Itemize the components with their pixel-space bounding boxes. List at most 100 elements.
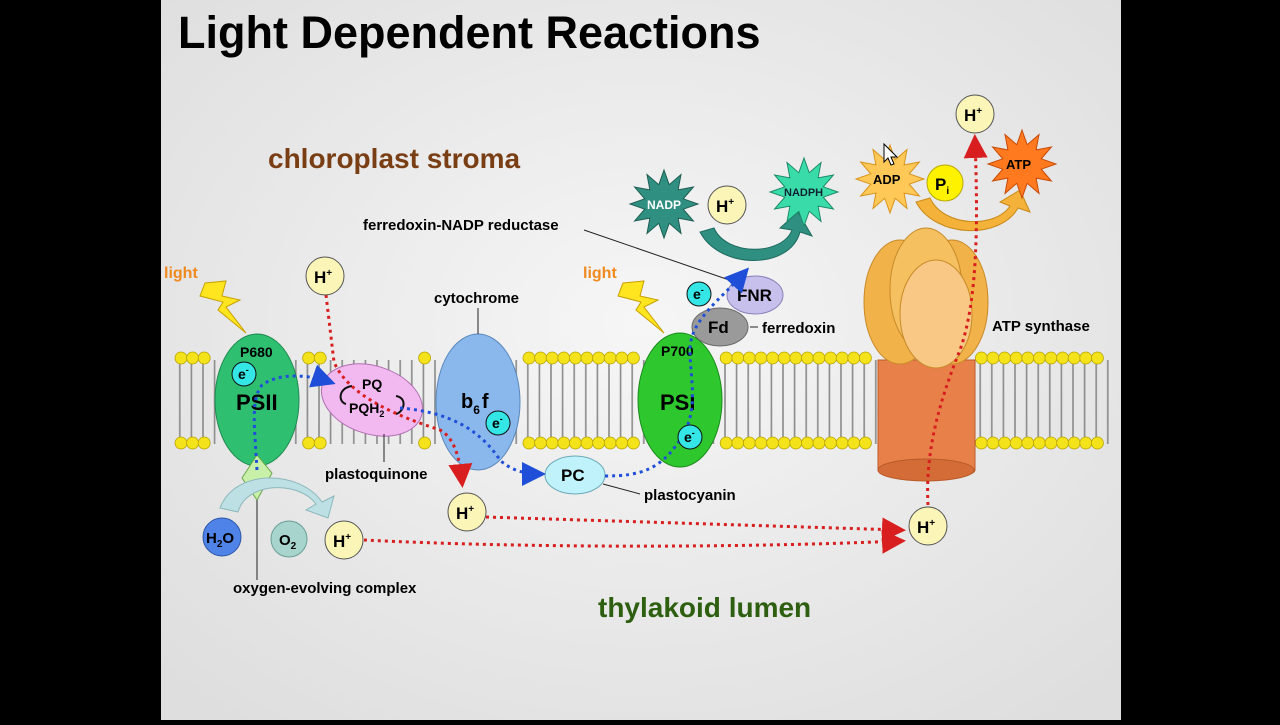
phospholipid-head bbox=[986, 351, 1000, 365]
phospholipid-head bbox=[801, 436, 814, 450]
adp-star: ADP bbox=[854, 143, 926, 215]
phospholipid-head bbox=[313, 436, 327, 450]
p700-label: P700 bbox=[661, 343, 694, 359]
mouse-cursor-icon bbox=[883, 142, 899, 166]
phospholipid-head bbox=[174, 436, 188, 450]
proton-path-lumen-lower bbox=[363, 529, 906, 554]
phospholipid-head bbox=[1044, 351, 1058, 365]
h-ion-stroma-pq: H+ bbox=[305, 256, 345, 296]
stroma-label: chloroplast stroma bbox=[268, 143, 520, 174]
phospholipid-head bbox=[731, 436, 745, 450]
plastocyanin-leader-line bbox=[602, 483, 641, 495]
svg-text:H+: H+ bbox=[333, 532, 351, 551]
phospholipid-head bbox=[534, 351, 547, 365]
phospholipid-head bbox=[1091, 351, 1104, 365]
phospholipid-head bbox=[719, 351, 733, 365]
svg-text:ADP: ADP bbox=[873, 172, 901, 187]
phospholipid-head bbox=[743, 436, 756, 450]
pc-label: PC bbox=[561, 466, 585, 485]
h-ion-lumen-oec: H+ bbox=[324, 520, 364, 560]
phospholipid-head bbox=[569, 436, 582, 450]
svg-text:H+: H+ bbox=[314, 268, 332, 287]
svg-text:H2O: H2O bbox=[206, 530, 234, 550]
electron-path-psii-pq bbox=[252, 364, 336, 471]
svg-text:O2: O2 bbox=[279, 532, 297, 552]
phospholipid-head bbox=[522, 436, 536, 450]
oec-label: oxygen-evolving complex bbox=[233, 580, 417, 597]
phospholipid-head bbox=[1009, 436, 1023, 450]
phospholipid-head bbox=[418, 351, 432, 365]
phospholipid-head bbox=[1009, 351, 1023, 365]
phospholipid-head bbox=[569, 351, 582, 365]
fd-label: Fd bbox=[708, 318, 729, 337]
phospholipid-head bbox=[731, 351, 745, 365]
phospholipid-head bbox=[580, 436, 594, 450]
phospholipid-head bbox=[603, 351, 617, 365]
phospholipid-head bbox=[1067, 436, 1081, 450]
lumen-label: thylakoid lumen bbox=[598, 592, 811, 623]
page-title: Light Dependent Reactions bbox=[178, 7, 761, 58]
light-label-left: light bbox=[164, 265, 198, 282]
fnr-reductase-label: ferredoxin-NADP reductase bbox=[363, 217, 559, 234]
phospholipid-head bbox=[859, 351, 872, 365]
phospholipid-head bbox=[777, 351, 791, 365]
phospholipid-head bbox=[522, 351, 536, 365]
phospholipid-head bbox=[754, 436, 768, 450]
phospholipid-head bbox=[1056, 436, 1069, 450]
phospholipid-head bbox=[603, 436, 617, 450]
phospholipid-head bbox=[1091, 436, 1104, 450]
phospholipid-head bbox=[824, 351, 837, 365]
proton-path-lumen-upper bbox=[485, 515, 906, 542]
phospholipid-head bbox=[1079, 436, 1093, 450]
phospholipid-head bbox=[859, 436, 872, 450]
svg-text:H+: H+ bbox=[716, 197, 734, 216]
phospholipid-head bbox=[1044, 436, 1058, 450]
svg-text:Pi: Pi bbox=[935, 175, 949, 197]
pq-cycle-arrow-icon bbox=[339, 385, 353, 405]
membrane-heads-bottom bbox=[174, 436, 1104, 450]
svg-text:e-: e- bbox=[238, 365, 249, 382]
phospholipid-head bbox=[998, 436, 1011, 450]
pq-label: PQ bbox=[362, 376, 382, 392]
cytochrome-b6f-complex bbox=[435, 333, 521, 471]
h-ion-lumen-pq: H+ bbox=[447, 492, 487, 532]
plastocyanin-label: plastocyanin bbox=[644, 487, 736, 504]
phospholipid-head bbox=[743, 351, 756, 365]
phospholipid-head bbox=[1067, 351, 1081, 365]
phospholipid-head bbox=[1033, 351, 1046, 365]
nadph-star: NADPH bbox=[768, 156, 840, 228]
phospholipid-head bbox=[186, 351, 200, 365]
svg-text:e-: e- bbox=[684, 428, 695, 445]
atp-synthase-head bbox=[863, 227, 989, 369]
phospholipid-head bbox=[998, 351, 1011, 365]
phospholipid-head bbox=[1056, 351, 1069, 365]
phospholipid-head bbox=[557, 351, 571, 365]
h-ion-stroma-atp: H+ bbox=[955, 94, 995, 134]
phospholipid-head bbox=[766, 436, 779, 450]
phospholipid-head bbox=[754, 351, 768, 365]
proton-path-atp-synthase bbox=[926, 134, 988, 506]
electron-psii: e- bbox=[231, 361, 257, 387]
proton-path-pq bbox=[324, 294, 473, 488]
phospholipid-head bbox=[615, 436, 629, 450]
phospholipid-head bbox=[812, 351, 826, 365]
cytochrome-label: cytochrome bbox=[434, 290, 519, 307]
phospholipid-head bbox=[557, 436, 571, 450]
phospholipid-head bbox=[847, 351, 861, 365]
phospholipid-head bbox=[627, 351, 640, 365]
phospholipid-head bbox=[197, 351, 211, 365]
ferredoxin-complex bbox=[691, 307, 749, 347]
phospholipid-head bbox=[592, 351, 605, 365]
phospholipid-head bbox=[789, 436, 803, 450]
svg-text:NADP: NADP bbox=[647, 198, 681, 212]
phospholipid-head bbox=[1033, 436, 1046, 450]
phospholipid-head bbox=[789, 351, 803, 365]
phospholipid-head bbox=[302, 436, 316, 450]
pi-molecule: Pi bbox=[926, 164, 964, 202]
phospholipid-head bbox=[174, 351, 188, 365]
phospholipid-head bbox=[302, 351, 316, 365]
p680-label: P680 bbox=[240, 344, 273, 360]
electron-fnr: e- bbox=[686, 281, 712, 307]
